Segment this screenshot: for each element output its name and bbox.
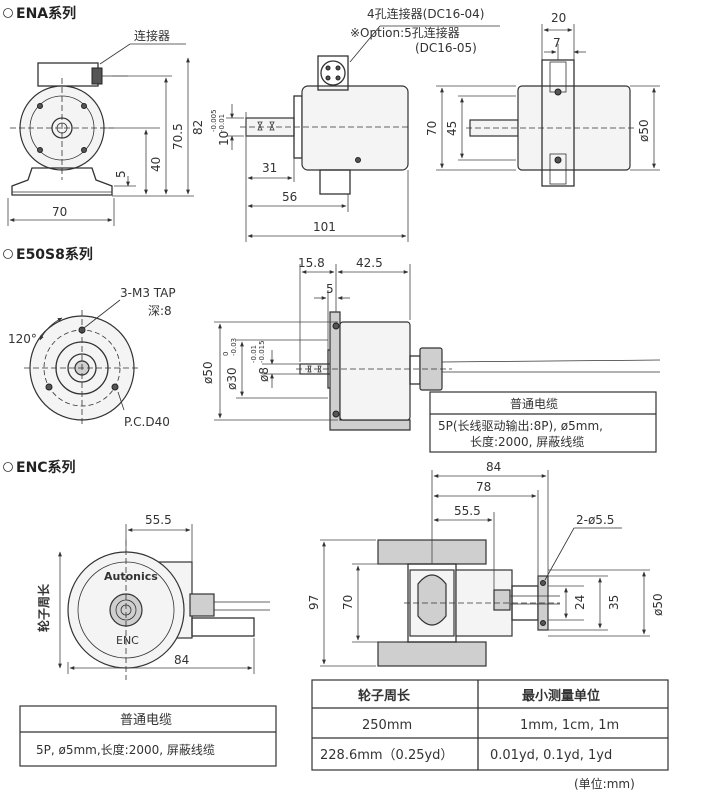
ena-front-view bbox=[10, 43, 186, 196]
e50s8-dim-42-5: 42.5 bbox=[356, 256, 383, 270]
enc-cable-spec: 5P, ø5mm,长度:2000, 屏蔽线缆 bbox=[36, 742, 215, 757]
enc-model-label: ENC bbox=[116, 634, 139, 647]
enc-dim-84-top: 84 bbox=[486, 460, 501, 474]
enc-dim-35: 35 bbox=[607, 595, 621, 610]
ena-dim-40: 40 bbox=[149, 157, 163, 172]
enc-wheel-label: 轮子周长 bbox=[36, 583, 51, 632]
enc-unit-note: (单位:mm) bbox=[574, 776, 635, 791]
e50s8-side-view bbox=[296, 311, 661, 431]
e50s8-cable-line2: 长度:2000, 屏蔽线缆 bbox=[470, 434, 584, 449]
ena-option-5pin-code: (DC16-05) bbox=[415, 41, 477, 55]
e50s8-bullet-icon bbox=[3, 249, 13, 259]
enc-dim-70: 70 bbox=[341, 595, 355, 610]
e50s8-section-title: E50S8系列 bbox=[16, 246, 93, 263]
enc-table-row1-wheel: 250mm bbox=[362, 718, 412, 733]
ena-dim-56: 56 bbox=[282, 190, 297, 204]
e50s8-side-dimensions bbox=[214, 264, 411, 421]
ena-side-view bbox=[240, 25, 500, 195]
e50s8-dim-phi50: ø50 bbox=[201, 361, 215, 384]
enc-front-dimensions bbox=[58, 524, 255, 674]
enc-table-header-wheel: 轮子周长 bbox=[358, 688, 411, 704]
e50s8-cable-box bbox=[429, 391, 657, 453]
ena-side-dimensions bbox=[226, 104, 409, 242]
enc-table-row1-unit: 1mm, 1cm, 1m bbox=[520, 718, 619, 733]
e50s8-dim-phi8-tol-low: -0.015 bbox=[258, 340, 266, 363]
enc-dim-55-5-front: 55.5 bbox=[145, 513, 172, 527]
e50s8-pcd: P.C.D40 bbox=[124, 415, 170, 429]
ena-dim-5: 5 bbox=[114, 170, 128, 178]
ena-dim-phi50: ø50 bbox=[637, 119, 651, 142]
ena-dim-shaft-tol-up: -0.005 bbox=[210, 109, 218, 132]
ena-dim-70-width: 70 bbox=[52, 205, 67, 219]
ena-dim-shaft-10: 10 bbox=[217, 131, 231, 146]
enc-dim-97: 97 bbox=[307, 595, 321, 610]
ena-section-title: ENA系列 bbox=[16, 5, 76, 22]
enc-cable-title: 普通电缆 bbox=[120, 712, 172, 728]
e50s8-dim-5: 5 bbox=[326, 282, 334, 296]
ena-bullet-icon bbox=[3, 8, 13, 18]
enc-spec-table bbox=[311, 679, 669, 771]
e50s8-angle: 120° bbox=[8, 332, 37, 346]
enc-dim-78: 78 bbox=[476, 480, 491, 494]
e50s8-dim-phi8: ø8 bbox=[257, 367, 271, 382]
ena-option-5pin: ※Option:5孔连接器 bbox=[350, 25, 460, 40]
enc-table-row2-unit: 0.01yd, 0.1yd, 1yd bbox=[490, 748, 612, 763]
e50s8-cable-line1: 5P(长线驱动输出:8P), ø5mm, bbox=[438, 418, 603, 433]
enc-top-view bbox=[377, 539, 560, 667]
enc-cable-box bbox=[19, 705, 277, 767]
ena-dim-20: 20 bbox=[551, 11, 566, 25]
e50s8-dim-phi30-tol-low: -0.03 bbox=[230, 338, 238, 356]
enc-dim-84-front: 84 bbox=[174, 653, 189, 667]
enc-bullet-icon bbox=[3, 462, 13, 472]
e50s8-dim-phi30: ø30 bbox=[225, 367, 239, 390]
enc-section: ENC系列 Autonics ENC 轮子周长 55.5 84 bbox=[3, 459, 669, 791]
e50s8-tap-label: 3-M3 TAP bbox=[120, 286, 176, 300]
ena-dim-70-side: 70 bbox=[425, 121, 439, 136]
ena-dim-shaft-tol-low: -0.01 bbox=[218, 114, 226, 132]
ena-section: ENA系列 连接器 bbox=[3, 5, 660, 242]
e50s8-section: E50S8系列 3-M3 TAP 深:8 120° P.C.D40 bbox=[3, 246, 661, 453]
enc-dim-55-5-top: 55.5 bbox=[454, 504, 481, 518]
e50s8-dim-phi30-tol-up: 0 bbox=[222, 352, 230, 356]
ena-front-dimensions bbox=[7, 57, 194, 226]
enc-top-dimensions bbox=[320, 470, 650, 667]
ena-dim-45: 45 bbox=[445, 121, 459, 136]
enc-table-row2-wheel: 228.6mm（0.25yd） bbox=[320, 748, 453, 763]
ena-dim-82: 82 bbox=[191, 120, 205, 135]
enc-brand-logo: Autonics bbox=[104, 570, 158, 583]
e50s8-dim-15-8: 15.8 bbox=[298, 256, 325, 270]
e50s8-dim-phi8-tol-up: -0.01 bbox=[250, 345, 258, 363]
e50s8-cable-title: 普通电缆 bbox=[510, 397, 558, 411]
ena-dim-7: 7 bbox=[553, 36, 561, 50]
ena-top-dimensions bbox=[436, 24, 660, 171]
ena-connector-label: 连接器 bbox=[134, 28, 170, 43]
enc-dim-phi50: ø50 bbox=[651, 593, 665, 616]
ena-top-view bbox=[466, 59, 636, 187]
enc-dim-holes: 2-ø5.5 bbox=[576, 513, 614, 527]
ena-dim-70-5: 70.5 bbox=[171, 123, 185, 150]
ena-connector-4pin: 4孔连接器(DC16-04) bbox=[367, 6, 485, 21]
ena-dim-101: 101 bbox=[313, 220, 336, 234]
enc-section-title: ENC系列 bbox=[16, 459, 76, 476]
enc-dim-24: 24 bbox=[573, 595, 587, 610]
enc-table-header-unit: 最小测量单位 bbox=[522, 688, 600, 704]
enc-front-view bbox=[67, 540, 270, 680]
ena-dim-31: 31 bbox=[262, 161, 277, 175]
e50s8-front-view bbox=[24, 299, 140, 426]
e50s8-depth-label: 深:8 bbox=[148, 304, 172, 318]
